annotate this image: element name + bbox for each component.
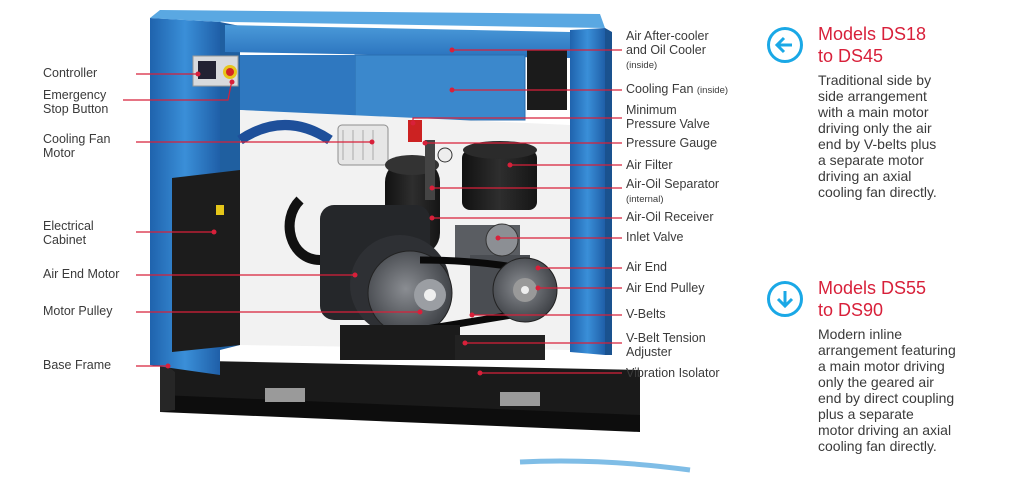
- air-end-pulley: [492, 257, 558, 323]
- label-after-cooler-line3: (inside): [626, 58, 657, 73]
- arrow-left-circle-icon: [767, 27, 803, 63]
- model-1-desc-line: cooling fan directly.: [818, 184, 937, 200]
- model-1-desc-line: end by V-belts plus: [818, 136, 937, 152]
- label-vibration-isolator: Vibration Isolator: [626, 366, 720, 380]
- air-filter: [462, 141, 537, 210]
- right-leader-dots: [410, 47, 541, 376]
- label-cooling-fan-motor-line2: Motor: [43, 146, 75, 160]
- label-electrical-cabinet-line2: Cabinet: [43, 233, 87, 247]
- model-2-desc-line: a main motor driving: [818, 358, 945, 374]
- left-leader-dots: [165, 71, 423, 369]
- model-1-title-line2: to DS45: [818, 46, 884, 66]
- label-separator-line1: Air-Oil Separator: [626, 177, 720, 191]
- right-leader-lines: [412, 49, 622, 374]
- base-frame: [160, 360, 640, 432]
- label-air-end-pulley: Air End Pulley: [626, 281, 705, 295]
- label-min-pressure-line2: Pressure Valve: [626, 117, 710, 131]
- label-motor-pulley: Motor Pulley: [43, 304, 113, 318]
- label-pressure-gauge: Pressure Gauge: [626, 136, 718, 150]
- label-electrical-cabinet-line1: Electrical: [43, 219, 94, 233]
- label-air-filter: Air Filter: [626, 158, 673, 172]
- model-2-desc-line: Modern inline: [818, 326, 903, 342]
- model-2-desc-line: arrangement featuring: [818, 342, 956, 358]
- model-2-description: Modern inline arrangement featuring a ma…: [818, 326, 956, 454]
- label-separator-line2: (internal): [626, 192, 664, 207]
- model-1-title-line1: Models DS18: [818, 24, 927, 44]
- label-receiver: Air-Oil Receiver: [626, 210, 714, 224]
- label-tension-line2: Adjuster: [626, 345, 672, 359]
- label-min-pressure-line1: Minimum: [626, 103, 677, 117]
- model-1-desc-line: with a main motor: [818, 104, 929, 120]
- label-after-cooler-inside: (inside): [626, 60, 658, 71]
- left-leader-lines: [123, 73, 420, 367]
- label-base-frame: Base Frame: [43, 358, 112, 372]
- label-tension-line1: V-Belt Tension: [626, 331, 706, 345]
- label-air-end-motor: Air End Motor: [43, 267, 120, 281]
- label-v-belts: V-Belts: [626, 307, 666, 321]
- model-2-desc-line: motor driving an axial: [818, 422, 952, 438]
- cooling-fan-motor: [337, 124, 389, 166]
- model-2-desc-line: end by direct coupling: [818, 390, 955, 406]
- label-after-cooler-line1: Air After-cooler: [626, 29, 709, 43]
- motor-pulley: [367, 250, 453, 336]
- right-post: [570, 28, 612, 355]
- label-cooling-fan-inside: (inside): [696, 85, 729, 96]
- label-controller: Controller: [43, 66, 98, 80]
- model-2-title-line1: Models DS55: [818, 278, 927, 298]
- model-1-desc-line: driving only the air: [818, 120, 932, 136]
- label-emergency-stop-line1: Emergency: [43, 88, 107, 102]
- label-cooling-fan-text: Cooling Fan: [626, 82, 694, 96]
- label-air-end: Air End: [626, 260, 667, 274]
- model-1-desc-line: side arrangement: [818, 88, 927, 104]
- arrow-down-circle-icon: [767, 281, 803, 317]
- label-after-cooler-line2: and Oil Cooler: [626, 43, 706, 57]
- model-2-desc-line: cooling fan directly.: [818, 438, 937, 454]
- model-2-desc-line: plus a separate: [818, 406, 914, 422]
- model-1-desc-line: Traditional side by: [818, 72, 932, 88]
- label-cooling-fan-motor-line1: Cooling Fan: [43, 132, 111, 146]
- label-separator-internal: (internal): [626, 194, 664, 205]
- label-cooling-fan: Cooling Fan (inside): [626, 82, 729, 98]
- model-1-description: Traditional side by side arrangement wit…: [818, 72, 937, 200]
- model-1-desc-line: a separate motor: [818, 152, 924, 168]
- label-emergency-stop-line2: Stop Button: [43, 102, 109, 116]
- label-inlet-valve: Inlet Valve: [626, 230, 684, 244]
- model-2-desc-line: only the geared air: [818, 374, 934, 390]
- model-2-title-line2: to DS90: [818, 300, 884, 320]
- model-1-desc-line: driving an axial: [818, 168, 912, 184]
- electrical-cabinet: [172, 170, 240, 352]
- decorative-swoosh: [519, 458, 691, 473]
